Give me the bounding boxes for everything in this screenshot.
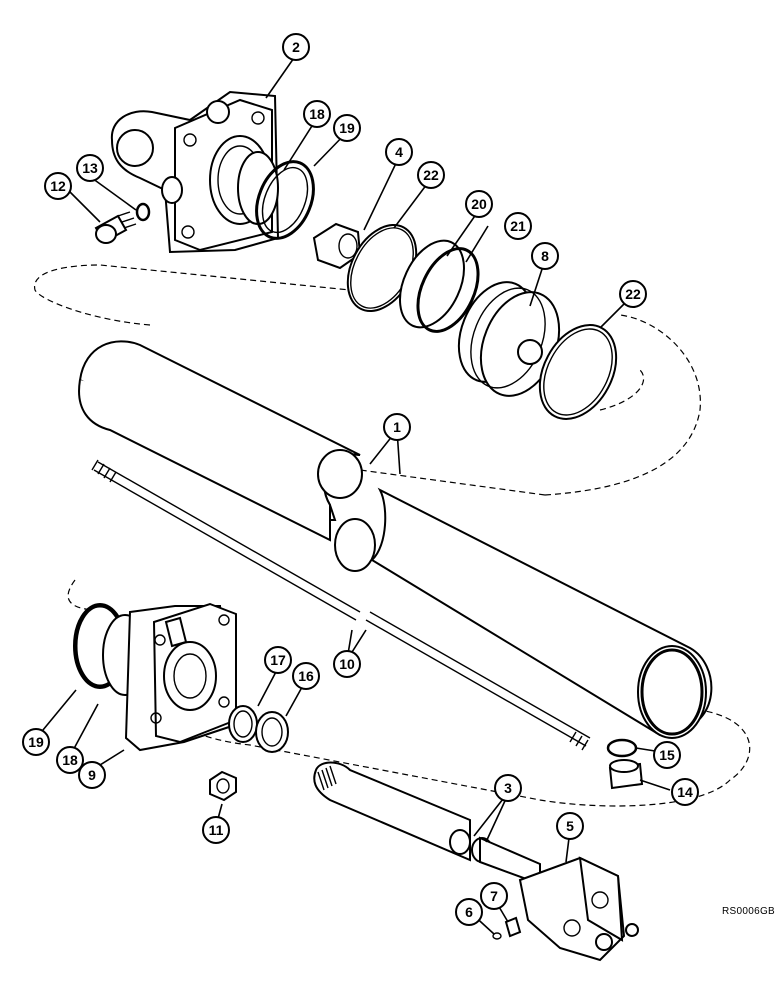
svg-text:6: 6 — [465, 904, 473, 920]
callout-14: 14 — [671, 778, 699, 806]
o-ring-15 — [606, 738, 638, 758]
svg-text:22: 22 — [423, 167, 439, 183]
plug-12 — [94, 211, 137, 244]
clevis-5 — [518, 856, 639, 962]
ring-20 — [399, 239, 465, 329]
callout-8: 8 — [531, 242, 559, 270]
callout-16: 16 — [292, 662, 320, 690]
figure-reference-code: RS0006GB — [722, 906, 775, 917]
callout-15: 15 — [653, 741, 681, 769]
nut-11 — [209, 770, 237, 802]
callout-4: 4 — [385, 138, 413, 166]
svg-text:9: 9 — [88, 767, 96, 783]
assembly-outline-upper — [34, 264, 701, 496]
plug-14 — [608, 759, 644, 790]
svg-text:19: 19 — [28, 734, 44, 750]
svg-text:10: 10 — [339, 656, 355, 672]
callout-11: 11 — [202, 816, 230, 844]
ring-22-right — [538, 324, 618, 420]
callout-9: 9 — [78, 761, 106, 789]
callout-6: 6 — [455, 898, 483, 926]
svg-text:14: 14 — [677, 784, 693, 800]
callout-22-upper: 22 — [417, 161, 445, 189]
svg-text:13: 13 — [82, 160, 98, 176]
o-ring-13 — [135, 202, 151, 222]
svg-text:16: 16 — [298, 668, 314, 684]
callout-2: 2 — [282, 33, 310, 61]
svg-text:11: 11 — [209, 822, 224, 838]
svg-text:5: 5 — [566, 818, 574, 834]
callout-18-upper: 18 — [303, 100, 331, 128]
svg-text:15: 15 — [659, 747, 675, 763]
callout-19-upper: 19 — [333, 114, 361, 142]
callout-17: 17 — [264, 646, 292, 674]
svg-text:1: 1 — [393, 419, 401, 435]
svg-text:12: 12 — [50, 178, 66, 194]
svg-text:4: 4 — [395, 144, 403, 160]
callout-7: 7 — [480, 882, 508, 910]
svg-text:20: 20 — [471, 196, 487, 212]
callout-22-right: 22 — [619, 280, 647, 308]
ball-6 — [492, 932, 502, 940]
grease-fitting-7 — [504, 916, 522, 938]
callout-12: 12 — [44, 172, 72, 200]
end-cap-lower — [73, 602, 237, 752]
ring-21 — [416, 247, 480, 333]
callout-5: 5 — [556, 812, 584, 840]
seal-16 — [255, 711, 289, 753]
piston-rod-3 — [313, 761, 541, 886]
piston-8 — [457, 281, 561, 397]
ring-19-upper — [255, 160, 315, 240]
svg-text:8: 8 — [541, 248, 549, 264]
callout-1: 1 — [383, 413, 411, 441]
callout-13: 13 — [76, 154, 104, 182]
tie-rod-10 — [91, 459, 591, 751]
svg-text:17: 17 — [270, 652, 286, 668]
callout-18-lower: 18 — [56, 746, 84, 774]
callout-21: 21 — [504, 212, 532, 240]
callout-19-lower: 19 — [22, 728, 50, 756]
cylinder-barrel-1 — [78, 340, 713, 739]
callout-10: 10 — [333, 650, 361, 678]
callout-20: 20 — [465, 190, 493, 218]
svg-text:2: 2 — [292, 39, 300, 55]
callout-3: 3 — [494, 774, 522, 802]
svg-text:7: 7 — [490, 888, 498, 904]
svg-text:18: 18 — [309, 106, 325, 122]
svg-text:3: 3 — [504, 780, 512, 796]
svg-text:21: 21 — [510, 218, 526, 234]
svg-text:18: 18 — [62, 752, 78, 768]
svg-text:19: 19 — [339, 120, 355, 136]
svg-text:22: 22 — [625, 286, 641, 302]
